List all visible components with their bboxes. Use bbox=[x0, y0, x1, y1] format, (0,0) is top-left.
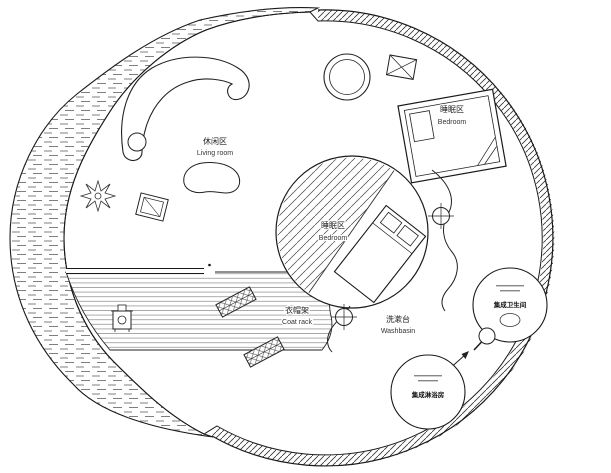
side-stool bbox=[127, 132, 147, 152]
coat-rack-2 bbox=[243, 336, 285, 368]
fine-print-line bbox=[496, 285, 524, 287]
label-coat-rack-en: Coat rack bbox=[282, 319, 312, 326]
fine-print-line bbox=[418, 380, 438, 382]
round-table bbox=[323, 53, 371, 101]
door-marker bbox=[208, 263, 211, 267]
fine-print-line bbox=[414, 375, 442, 377]
level-marker-icon bbox=[331, 304, 357, 330]
bed-pod bbox=[333, 204, 427, 304]
label-bedroom-upper-en: Bedroom bbox=[438, 119, 467, 126]
pillow bbox=[396, 224, 419, 247]
ottoman-box bbox=[385, 54, 418, 80]
curtain-line bbox=[431, 169, 458, 312]
coat-rack-1 bbox=[215, 286, 257, 318]
label-bedroom-center-en: Bedroom bbox=[319, 235, 348, 242]
label-washbasin-zh: 洗漱台 bbox=[386, 314, 410, 324]
door-opening bbox=[204, 267, 215, 275]
blanket-fold bbox=[477, 137, 497, 166]
level-marker-icon bbox=[428, 203, 454, 229]
bathroom-pod: 集成卫生间 bbox=[472, 267, 548, 343]
plant-icon bbox=[79, 179, 117, 213]
label-living-room-en: Living room bbox=[197, 150, 233, 157]
pillow bbox=[379, 211, 403, 234]
label-shower-pod: 集成淋浴房 bbox=[411, 390, 445, 399]
basin-icon bbox=[473, 327, 496, 351]
bed-upper bbox=[397, 88, 507, 184]
partition-wall bbox=[66, 263, 334, 275]
label-bedroom-center-zh: 睡眠区 bbox=[321, 221, 345, 230]
outer-wall-edge bbox=[211, 9, 554, 467]
sofa bbox=[121, 56, 250, 162]
label-washbasin-en: Washbasin bbox=[381, 328, 415, 335]
label-living-room-zh: 休闲区 bbox=[203, 136, 227, 146]
shower-pod: 集成淋浴房 bbox=[390, 354, 466, 430]
stove-icon bbox=[111, 304, 133, 332]
coffee-table bbox=[183, 162, 241, 194]
deck-area bbox=[65, 271, 335, 351]
fine-print-line bbox=[500, 290, 520, 292]
label-bedroom-upper-zh: 睡眠区 bbox=[440, 105, 464, 114]
pod-stripes bbox=[277, 157, 401, 295]
label-bathroom-pod: 集成卫生间 bbox=[493, 300, 527, 309]
magazine-table bbox=[135, 192, 169, 222]
pillow bbox=[409, 110, 435, 143]
label-coat-rack-zh: 衣帽架 bbox=[285, 305, 309, 315]
toilet-icon bbox=[499, 313, 521, 327]
